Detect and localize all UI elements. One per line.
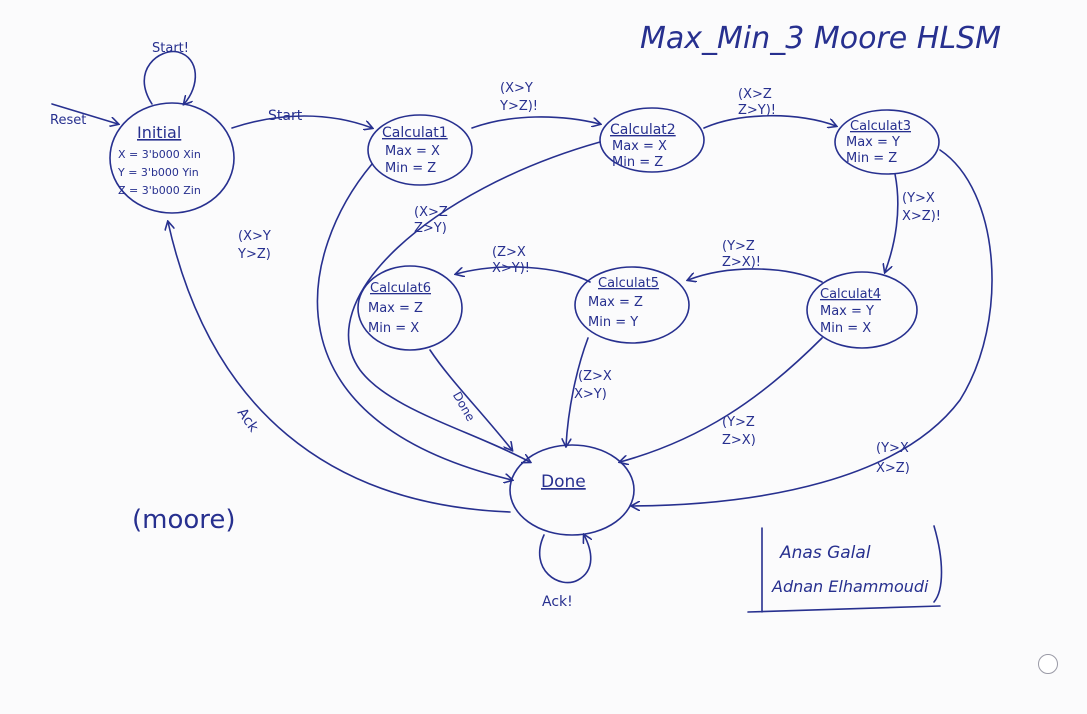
state-calculat2: Calculat2 Max = X Min = Z <box>599 107 705 173</box>
state-calculat4: Calculat4 Max = Y Min = X <box>806 271 918 349</box>
svg-text:X>Z): X>Z) <box>876 461 910 476</box>
svg-text:X>Y)!: X>Y)! <box>492 261 530 276</box>
state-calculat6-line: Min = X <box>368 321 419 336</box>
cond-c3-done: (Y>X X>Z) <box>876 441 910 476</box>
svg-text:(X>Y: (X>Y <box>500 81 533 96</box>
state-calculat3-name: Calculat3 <box>850 119 911 134</box>
reset-arrow <box>51 103 118 124</box>
moore-note: (moore) <box>132 505 236 535</box>
edge-calculat3-done <box>632 149 993 506</box>
edge-calculat6-done <box>429 349 512 450</box>
edge-calculat2-done <box>347 141 601 462</box>
state-calculat2-name: Calculat2 <box>610 122 676 138</box>
svg-text:Y>Z)!: Y>Z)! <box>499 99 538 114</box>
edge-calculat4-done <box>620 337 823 462</box>
state-calculat1: Calculat1 Max = X Min = Z <box>367 114 473 186</box>
state-calculat1-name: Calculat1 <box>382 125 448 141</box>
cond-c4-done: (Y>Z Z>X) <box>722 415 756 448</box>
state-initial-line: Z = 3'b000 Zin <box>118 184 201 197</box>
state-done-name: Done <box>541 472 586 492</box>
state-calculat5-line: Min = Y <box>588 315 638 330</box>
svg-text:X>Y): X>Y) <box>574 387 607 402</box>
svg-text:Z>Y)!: Z>Y)! <box>738 103 776 118</box>
svg-text:(X>Z: (X>Z <box>738 87 772 102</box>
state-calculat5: Calculat5 Max = Z Min = Y <box>574 266 690 344</box>
ack-bang-label: Ack! <box>542 594 573 610</box>
cond-c2-c3: (X>Z Z>Y)! <box>738 87 776 118</box>
edge-calculat1-done <box>316 163 512 480</box>
cond-c5-c6: (Z>X X>Y)! <box>492 245 530 276</box>
ack-label: Ack <box>234 405 262 435</box>
state-calculat1-line: Min = Z <box>385 161 436 176</box>
state-calculat3: Calculat3 Max = Y Min = Z <box>834 109 940 175</box>
reset-label: Reset <box>50 113 86 128</box>
edge-initial-calculat1 <box>231 115 372 128</box>
state-initial-line: X = 3'b000 Xin <box>118 148 201 161</box>
state-calculat2-line: Min = Z <box>612 155 663 170</box>
cond-c4-c5: (Y>Z Z>X)! <box>722 239 761 270</box>
state-calculat6-name: Calculat6 <box>370 281 431 296</box>
initial-self-loop <box>143 50 197 104</box>
state-calculat3-line: Max = Y <box>846 135 900 150</box>
edge-done-initial <box>168 222 511 513</box>
edge-calculat2-calculat3 <box>703 114 836 129</box>
cond-c3-c4: (Y>X X>Z)! <box>902 191 941 224</box>
svg-text:Z>X)!: Z>X)! <box>722 255 761 270</box>
svg-text:Z>Y): Z>Y) <box>414 221 447 236</box>
cond-c1-c2: (X>Y Y>Z)! <box>499 81 538 114</box>
state-done: Done <box>509 444 635 536</box>
signature-line: Anas Galal <box>779 543 871 563</box>
edge-calculat1-calculat2 <box>471 116 600 129</box>
start-bang-label: Start! <box>152 41 189 56</box>
cond-c2-done: (X>Z Z>Y) <box>414 205 448 236</box>
state-calculat5-name: Calculat5 <box>598 276 659 291</box>
state-calculat4-line: Min = X <box>820 321 871 336</box>
state-calculat4-line: Max = Y <box>820 304 874 319</box>
svg-text:(Z>X: (Z>X <box>578 369 612 384</box>
svg-text:(X>Z: (X>Z <box>414 205 448 220</box>
edge-calculat5-done <box>566 337 589 446</box>
state-calculat1-line: Max = X <box>385 144 440 159</box>
svg-text:(Y>Z: (Y>Z <box>722 415 755 430</box>
state-calculat2-line: Max = X <box>612 139 667 154</box>
edge-calculat3-calculat4 <box>885 173 899 272</box>
record-button[interactable] <box>1038 654 1058 674</box>
svg-text:X>Z)!: X>Z)! <box>902 209 941 224</box>
done-edge-label: Done <box>450 389 478 423</box>
svg-text:(Y>X: (Y>X <box>876 441 909 456</box>
svg-text:Z>X): Z>X) <box>722 433 756 448</box>
svg-text:Y>Z): Y>Z) <box>237 247 271 262</box>
state-calculat5-line: Max = Z <box>588 295 643 310</box>
cond-c5-done: (Z>X X>Y) <box>574 369 612 402</box>
diagram-title: Max_Min_3 Moore HLSM <box>640 21 1001 56</box>
start-label: Start <box>268 108 303 124</box>
svg-text:(Y>X: (Y>X <box>902 191 935 206</box>
cond-init-done: (X>Y Y>Z) <box>237 229 271 262</box>
svg-text:(Z>X: (Z>X <box>492 245 526 260</box>
signature-box: Anas Galal Adnan Elhammoudi <box>747 525 943 613</box>
edge-calculat4-calculat5 <box>688 268 823 283</box>
state-calculat6: Calculat6 Max = Z Min = X <box>357 265 463 351</box>
state-initial: Initial X = 3'b000 Xin Y = 3'b000 Yin Z … <box>109 102 235 214</box>
state-calculat4-name: Calculat4 <box>820 287 881 302</box>
state-initial-name: Initial <box>137 123 181 142</box>
done-self-loop <box>538 535 591 584</box>
state-calculat6-line: Max = Z <box>368 301 423 316</box>
svg-text:(Y>Z: (Y>Z <box>722 239 755 254</box>
state-initial-line: Y = 3'b000 Yin <box>117 166 199 179</box>
signature-line: Adnan Elhammoudi <box>771 577 929 596</box>
svg-text:(X>Y: (X>Y <box>238 229 271 244</box>
edge-calculat5-calculat6 <box>456 266 591 283</box>
state-calculat3-line: Min = Z <box>846 151 897 166</box>
